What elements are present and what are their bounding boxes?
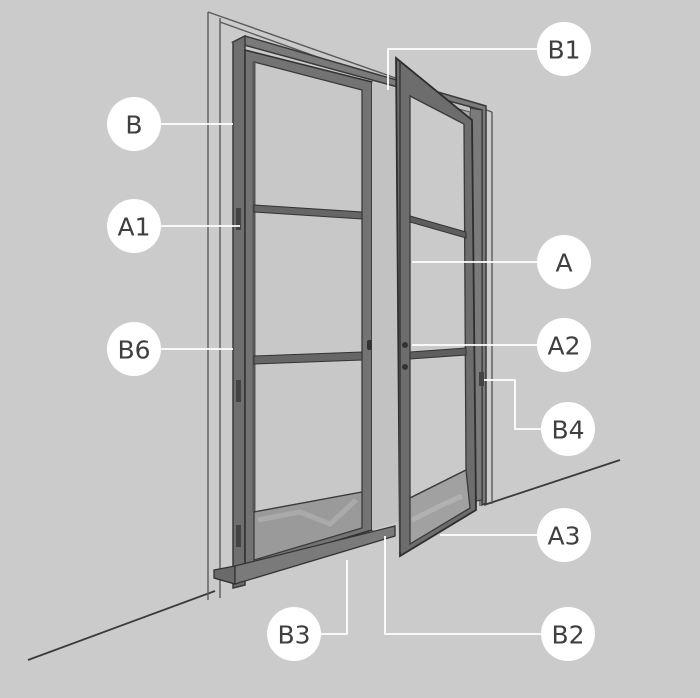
opening-leaf xyxy=(395,56,484,558)
callout-label: A1 xyxy=(117,213,150,242)
callout-label: B1 xyxy=(547,36,580,65)
callout-B3: B3 xyxy=(267,607,321,661)
leader-B2 xyxy=(384,536,541,635)
callout-A1: A1 xyxy=(107,199,161,253)
callout-B2: B2 xyxy=(541,607,595,661)
floor-lines xyxy=(27,459,621,661)
callout-label: B2 xyxy=(551,621,584,650)
leader-B1 xyxy=(387,48,537,90)
callout-label: B4 xyxy=(551,416,584,445)
callout-B1: B1 xyxy=(537,22,591,76)
callout-label: B6 xyxy=(117,336,150,365)
callout-label: B xyxy=(125,111,142,140)
callout-B6: B6 xyxy=(107,322,161,376)
callout-B4: B4 xyxy=(541,402,595,456)
callout-A: A xyxy=(537,235,591,289)
fixed-leaf xyxy=(236,48,373,570)
callout-A3: A3 xyxy=(537,508,591,562)
leader-B4 xyxy=(484,379,541,430)
callout-label: B3 xyxy=(277,621,310,650)
callout-label: A2 xyxy=(547,332,580,361)
callout-A2: A2 xyxy=(537,318,591,372)
callout-B: B xyxy=(107,97,161,151)
callout-label: A xyxy=(555,249,572,278)
threshold xyxy=(213,525,396,585)
leader-B3 xyxy=(321,560,348,635)
leader-lines xyxy=(160,48,541,635)
callout-label: A3 xyxy=(547,522,580,551)
